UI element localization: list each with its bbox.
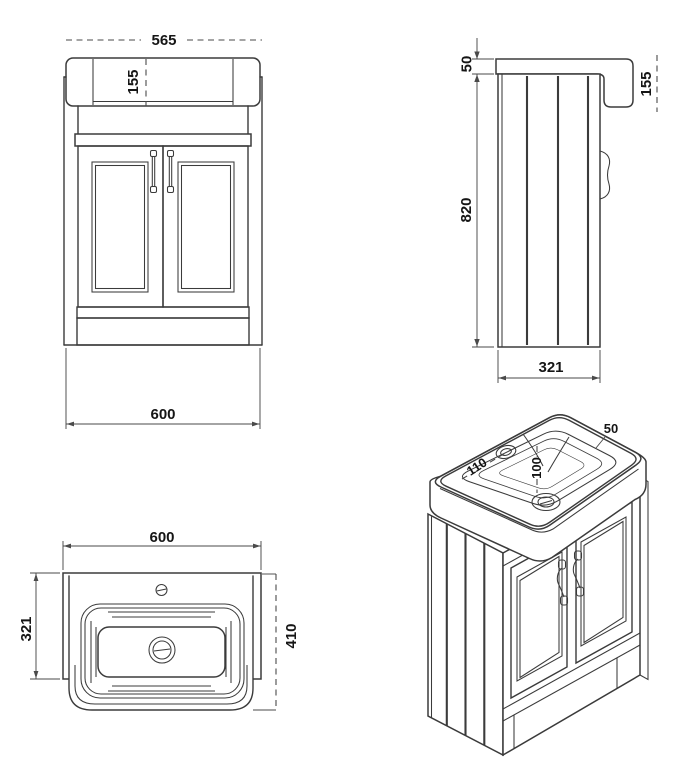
dim-label-50-iso: 50 [604,421,618,436]
dim-label-321-side: 321 [538,359,563,376]
dim-155-front: 155 [125,59,147,106]
dim-50-side: 50 [459,38,494,75]
plinth-front [76,317,250,346]
dim-50-iso: 50 [595,421,618,449]
basin-plan [68,575,254,711]
dim-label-321-plan: 321 [18,616,35,641]
dim-321-plan: 321 [18,572,60,680]
dim-label-155-side: 155 [638,71,655,96]
iso-handle-right [572,550,585,597]
dim-label-565: 565 [151,32,176,49]
drain-plan [148,636,176,664]
dim-label-600-front: 600 [150,406,175,423]
basin-side [495,58,634,108]
iso-handle-left [556,559,569,606]
handle-left [149,149,158,194]
dim-100-iso: 100 [529,446,544,493]
dim-321-side: 321 [497,350,601,383]
door-left [77,145,164,308]
isometric-view: 110 100 50 [427,414,649,757]
basin-front [65,57,261,107]
dim-label-100: 100 [529,457,544,479]
dim-label-410: 410 [283,623,300,648]
cabinet-side [497,73,611,348]
iso-basin [429,414,647,562]
dim-label-820: 820 [458,197,475,222]
plan-view: 600 [18,529,300,711]
front-elevation-view: 565 155 [63,32,263,429]
handle-right [166,149,175,194]
dim-label-155-front: 155 [125,69,142,94]
dim-565-front: 565 [66,32,262,49]
handle-side-profile [599,150,611,200]
iso-cabinet-side [427,512,504,757]
dim-label-50-side: 50 [459,56,476,73]
dim-820-side: 820 [458,74,494,348]
dim-600-front: 600 [65,348,261,429]
dim-410-plan: 410 [253,573,300,711]
tap-hole-plan [155,583,168,597]
dim-label-600-plan: 600 [149,529,174,546]
iso-drain [531,492,561,512]
cabinet-front [63,76,263,346]
dim-600-plan: 600 [62,529,262,570]
door-right [162,145,249,308]
iso-tap-hole [495,444,517,460]
side-elevation-view: 50 820 155 321 [458,38,658,383]
dim-155-side: 155 [638,55,658,112]
